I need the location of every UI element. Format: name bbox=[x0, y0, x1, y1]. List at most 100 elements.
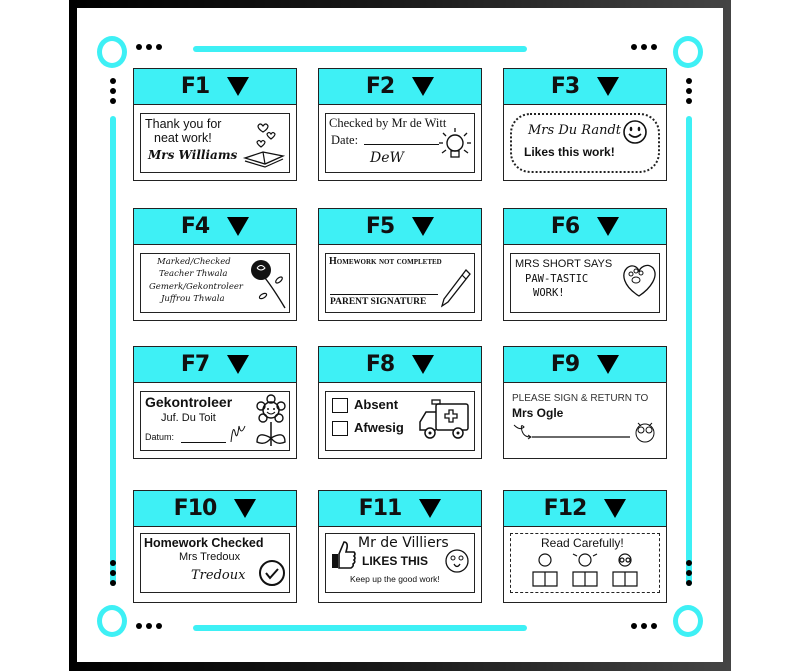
checkbox-label: Afwesig bbox=[354, 420, 404, 435]
page-frame: F1 Thank you for neat work! Mrs Williams… bbox=[69, 0, 731, 671]
dropdown-triangle-icon[interactable] bbox=[227, 217, 250, 236]
stamp-card-f9[interactable]: F9 PLEASE SIGN & RETURN TO Mrs Ogle bbox=[503, 346, 667, 459]
dots-icon bbox=[631, 44, 657, 50]
card-header[interactable]: F3 bbox=[504, 69, 666, 105]
stamp-preview: Absent Afwesig bbox=[325, 391, 475, 451]
stamp-text: Gemerk/Gekontroleer bbox=[149, 282, 243, 292]
card-header[interactable]: F8 bbox=[319, 347, 481, 383]
stamp-name: Mrs Williams bbox=[148, 148, 238, 162]
stamp-card-f10[interactable]: F10 Homework Checked Mrs Tredoux Tredoux bbox=[133, 490, 297, 603]
ambulance-icon bbox=[419, 399, 469, 439]
card-key: F10 bbox=[173, 496, 218, 521]
dropdown-triangle-icon[interactable] bbox=[597, 217, 620, 236]
stamp-name: Mrs Du Randt bbox=[528, 123, 622, 138]
smiley-icon bbox=[623, 120, 647, 144]
kids-reading-icon bbox=[532, 553, 638, 587]
stamp-text: Teacher Thwala bbox=[159, 269, 228, 279]
stamp-preview: MRS SHORT SAYS PAW-TASTIC WORK! bbox=[510, 253, 660, 313]
checkbox-absent[interactable] bbox=[332, 398, 348, 413]
stamp-text: Homework not completed bbox=[329, 256, 442, 267]
signature-icon bbox=[230, 425, 246, 443]
dropdown-triangle-icon[interactable] bbox=[604, 499, 627, 518]
dropdown-triangle-icon[interactable] bbox=[597, 355, 620, 374]
right-accent-line bbox=[686, 116, 692, 586]
stamp-text: LIKES THIS bbox=[362, 554, 429, 568]
stamp-text: MRS SHORT SAYS bbox=[515, 258, 613, 270]
stamp-name: Mr de Villiers bbox=[358, 535, 449, 551]
dropdown-triangle-icon[interactable] bbox=[412, 77, 435, 96]
stamp-text: Juf. Du Toit bbox=[161, 412, 216, 424]
card-header[interactable]: F12 bbox=[504, 491, 666, 527]
paw-heart-icon bbox=[623, 264, 656, 297]
signature-line bbox=[330, 294, 438, 295]
card-key: F12 bbox=[543, 496, 588, 521]
card-key: F8 bbox=[365, 352, 395, 377]
dropdown-triangle-icon[interactable] bbox=[412, 217, 435, 236]
owl-icon bbox=[635, 422, 655, 443]
dropdown-triangle-icon[interactable] bbox=[227, 355, 250, 374]
stamp-text: Keep up the good work! bbox=[350, 574, 440, 584]
card-key: F6 bbox=[550, 214, 580, 239]
stamp-preview: Checked by Mr de Witt Date: DeW bbox=[325, 113, 475, 173]
card-header[interactable]: F10 bbox=[134, 491, 296, 527]
date-label: Datum: bbox=[145, 432, 175, 442]
ring-icon bbox=[97, 605, 127, 637]
card-key: F3 bbox=[550, 74, 580, 99]
book-hearts-icon bbox=[242, 123, 286, 168]
dropdown-triangle-icon[interactable] bbox=[234, 499, 257, 518]
date-line bbox=[364, 144, 439, 145]
stamp-text: PLEASE SIGN & RETURN TO bbox=[512, 393, 649, 404]
dropdown-triangle-icon[interactable] bbox=[227, 77, 250, 96]
dropdown-triangle-icon[interactable] bbox=[412, 355, 435, 374]
stamp-card-f5[interactable]: F5 Homework not completed PARENT SIGNATU… bbox=[318, 208, 482, 321]
stamp-text: neat work! bbox=[154, 131, 212, 145]
arrow-line-icon bbox=[513, 424, 630, 440]
card-header[interactable]: F2 bbox=[319, 69, 481, 105]
stamp-card-f7[interactable]: F7 Gekontroleer Juf. Du Toit Datum: bbox=[133, 346, 297, 459]
stamp-card-f3[interactable]: F3 Mrs Du Randt Likes this work! bbox=[503, 68, 667, 181]
check-circle-icon bbox=[259, 560, 285, 586]
stamp-preview: Read Carefully! bbox=[510, 533, 660, 593]
stamp-card-f11[interactable]: F11 Mr de Villiers LIKES THIS Keep up th… bbox=[318, 490, 482, 603]
lightbulb-icon bbox=[439, 128, 471, 158]
dropdown-triangle-icon[interactable] bbox=[597, 77, 620, 96]
stamp-text: PAW-TASTIC bbox=[525, 273, 589, 285]
stamp-text: Checked by Mr de Witt bbox=[329, 116, 447, 130]
ring-icon bbox=[673, 605, 703, 637]
card-header[interactable]: F7 bbox=[134, 347, 296, 383]
card-key: F2 bbox=[365, 74, 395, 99]
stamp-preview: Mrs Du Randt Likes this work! bbox=[510, 113, 660, 173]
dots-icon bbox=[110, 560, 116, 586]
dots-icon bbox=[110, 78, 116, 104]
stamp-card-f12[interactable]: F12 Read Carefully! bbox=[503, 490, 667, 603]
card-header[interactable]: F1 bbox=[134, 69, 296, 105]
card-header[interactable]: F9 bbox=[504, 347, 666, 383]
stamp-card-f8[interactable]: F8 Absent Afwesig bbox=[318, 346, 482, 459]
card-header[interactable]: F5 bbox=[319, 209, 481, 245]
card-header[interactable]: F4 bbox=[134, 209, 296, 245]
stamp-card-f4[interactable]: F4 Marked/Checked Teacher Thwala Gemerk/… bbox=[133, 208, 297, 321]
stamp-text: PARENT SIGNATURE bbox=[330, 297, 427, 307]
stamp-text: Read Carefully! bbox=[541, 536, 624, 550]
dots-icon bbox=[686, 78, 692, 104]
stamp-preview: Marked/Checked Teacher Thwala Gemerk/Gek… bbox=[140, 253, 290, 313]
stamp-preview: Mr de Villiers LIKES THIS Keep up the go… bbox=[325, 533, 475, 593]
stamp-card-f2[interactable]: F2 Checked by Mr de Witt Date: DeW bbox=[318, 68, 482, 181]
card-key: F9 bbox=[550, 352, 580, 377]
stamp-card-f1[interactable]: F1 Thank you for neat work! Mrs Williams bbox=[133, 68, 297, 181]
checkbox-afwesig[interactable] bbox=[332, 421, 348, 436]
stamp-preview: Homework not completed PARENT SIGNATURE bbox=[325, 253, 475, 313]
top-accent-line bbox=[193, 46, 527, 52]
signature: Tredoux bbox=[191, 568, 246, 583]
card-header[interactable]: F6 bbox=[504, 209, 666, 245]
card-header[interactable]: F11 bbox=[319, 491, 481, 527]
stamp-text: Marked/Checked bbox=[157, 257, 231, 267]
stamp-preview: Thank you for neat work! Mrs Williams bbox=[140, 113, 290, 173]
rose-icon bbox=[251, 260, 286, 309]
dots-icon bbox=[686, 560, 692, 586]
stamp-card-f6[interactable]: F6 MRS SHORT SAYS PAW-TASTIC WORK! bbox=[503, 208, 667, 321]
stamp-text: Gekontroleer bbox=[145, 394, 233, 410]
card-key: F7 bbox=[180, 352, 210, 377]
dropdown-triangle-icon[interactable] bbox=[419, 499, 442, 518]
bottom-accent-line bbox=[193, 625, 527, 631]
